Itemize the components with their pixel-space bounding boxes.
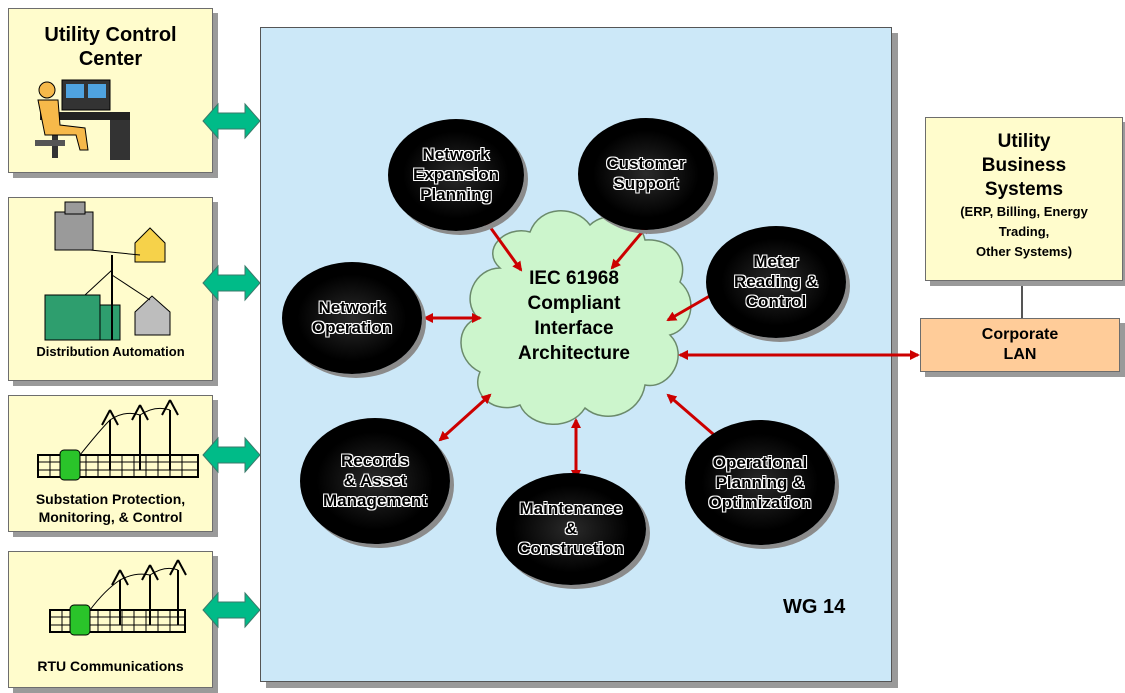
business-subtitle: (ERP, Billing, Energy Trading, Other Sys… — [960, 204, 1088, 259]
node-network-operation: Network Operation — [282, 262, 422, 374]
interface-arrows — [423, 218, 920, 480]
panel-label: Substation Protection, Monitoring, & Con… — [35, 491, 186, 525]
node-label: Maintenance & Construction — [518, 499, 624, 558]
distribution-buildings-icon — [44, 201, 171, 341]
substation-icon — [37, 399, 199, 481]
panel-distribution-automation: Distribution Automation — [8, 197, 213, 381]
panel-label: Distribution Automation — [36, 344, 185, 359]
operator-desk-icon — [35, 79, 130, 160]
panel-connector-arrows — [202, 102, 261, 629]
panel-label: Utility Control Center — [44, 24, 177, 70]
node-records-asset-management: Records & Asset Management — [300, 418, 450, 544]
node-label: Customer Support — [606, 154, 686, 193]
node-label: Network Operation — [311, 298, 393, 337]
node-label: Meter Reading & Control — [733, 252, 819, 311]
node-label: Records & Asset Management — [323, 451, 427, 510]
panel-label: RTU Communications — [37, 658, 184, 674]
utility-business-systems-box: Utility Business Systems (ERP, Billing, … — [925, 117, 1123, 281]
rtu-icon — [49, 559, 187, 636]
node-label: Network Expansion Planning — [413, 145, 499, 204]
node-network-expansion-planning: Network Expansion Planning — [388, 119, 524, 231]
node-label: Operational Planning & Optimization — [708, 452, 812, 512]
node-operational-planning: Operational Planning & Optimization — [685, 420, 835, 545]
node-customer-support: Customer Support — [578, 118, 714, 230]
cloud-label: IEC 61968 Compliant Interface Architectu… — [518, 268, 630, 364]
node-maintenance-construction: Maintenance & Construction — [496, 473, 646, 585]
working-group-label: WG 14 — [783, 596, 846, 618]
node-meter-reading-control: Meter Reading & Control — [706, 226, 846, 338]
corporate-lan-box: Corporate LAN — [920, 318, 1120, 372]
business-title: Utility Business Systems — [981, 131, 1067, 200]
